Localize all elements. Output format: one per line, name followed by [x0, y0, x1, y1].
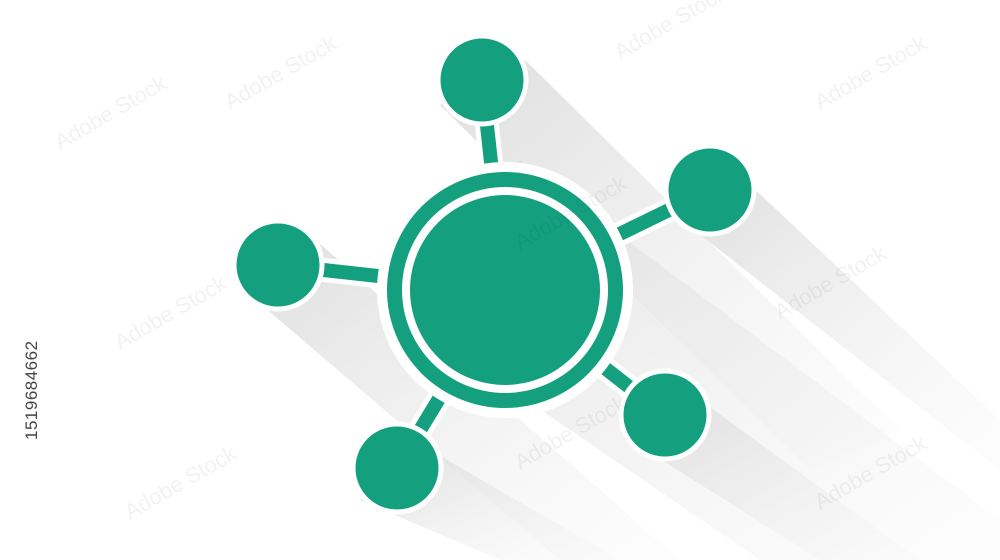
watermark-text: Adobe Stock	[120, 440, 241, 525]
central-hub	[377, 162, 633, 418]
satellite-node-lower-right	[618, 368, 712, 462]
watermark-text: Adobe Stock	[220, 30, 341, 115]
watermark-text: Adobe Stock	[610, 0, 731, 64]
satellite-node-left	[231, 218, 325, 312]
watermark-text: Adobe Stock	[810, 30, 931, 115]
satellite-node-top	[435, 33, 529, 127]
satellite-node-bottom	[350, 421, 444, 515]
watermark-text: Adobe Stock	[50, 70, 171, 155]
satellite-node-right	[663, 143, 757, 237]
stock-id-label: 1519684662	[22, 340, 41, 440]
satellite-nodes	[231, 33, 757, 515]
watermark-text: Adobe Stock	[110, 270, 231, 355]
